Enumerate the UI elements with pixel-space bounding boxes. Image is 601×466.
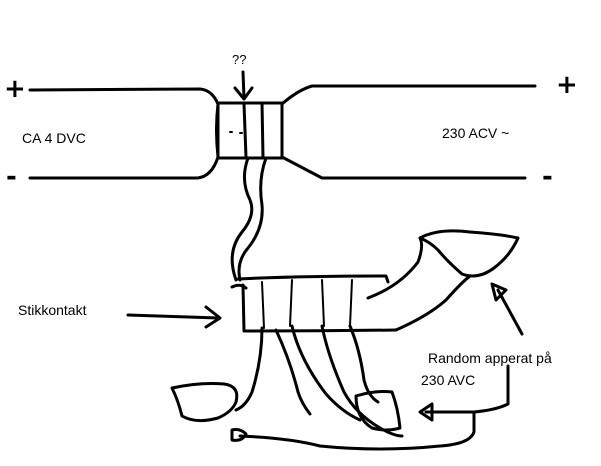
converter-question-label: ?? [232,52,247,67]
cable-right [237,156,268,282]
bottom-plug [230,428,248,442]
socket-label: Stikkontakt [18,302,87,318]
dc-voltage-label: CA 4 DVC [22,130,86,146]
question-arrow [233,70,254,101]
ac-negative-wire [280,155,527,180]
left-minus-sign: - [6,162,17,192]
device-cord-lower [394,274,472,332]
socket-cable-1 [234,326,264,412]
device-cord [366,236,424,300]
left-plus-sign: + [4,74,26,104]
return-arrow [418,402,476,422]
ac-positive-wire [280,84,537,106]
device-label-line-2: 230 AVC [421,372,476,388]
lower-right-device [354,390,402,432]
socket-cable-4 [274,328,312,416]
socket-strip [230,274,398,333]
device-arrow [490,282,524,336]
device-label-line-1: Random apperat på [428,350,552,366]
cable-left [230,156,254,282]
dc-negative-wire [28,155,220,180]
right-minus-sign: - [542,162,553,192]
device-blob [418,229,520,278]
dc-positive-wire [28,87,220,106]
socket-cable-5 [348,324,380,404]
socket-cable-2 [290,324,362,422]
lower-left-device [170,382,239,423]
socket-arrow [126,305,222,329]
converter-box [215,101,284,160]
bottom-return-cable [238,364,510,451]
ac-voltage-label: 230 ACV ~ [442,125,510,141]
right-plus-sign: + [556,70,578,100]
